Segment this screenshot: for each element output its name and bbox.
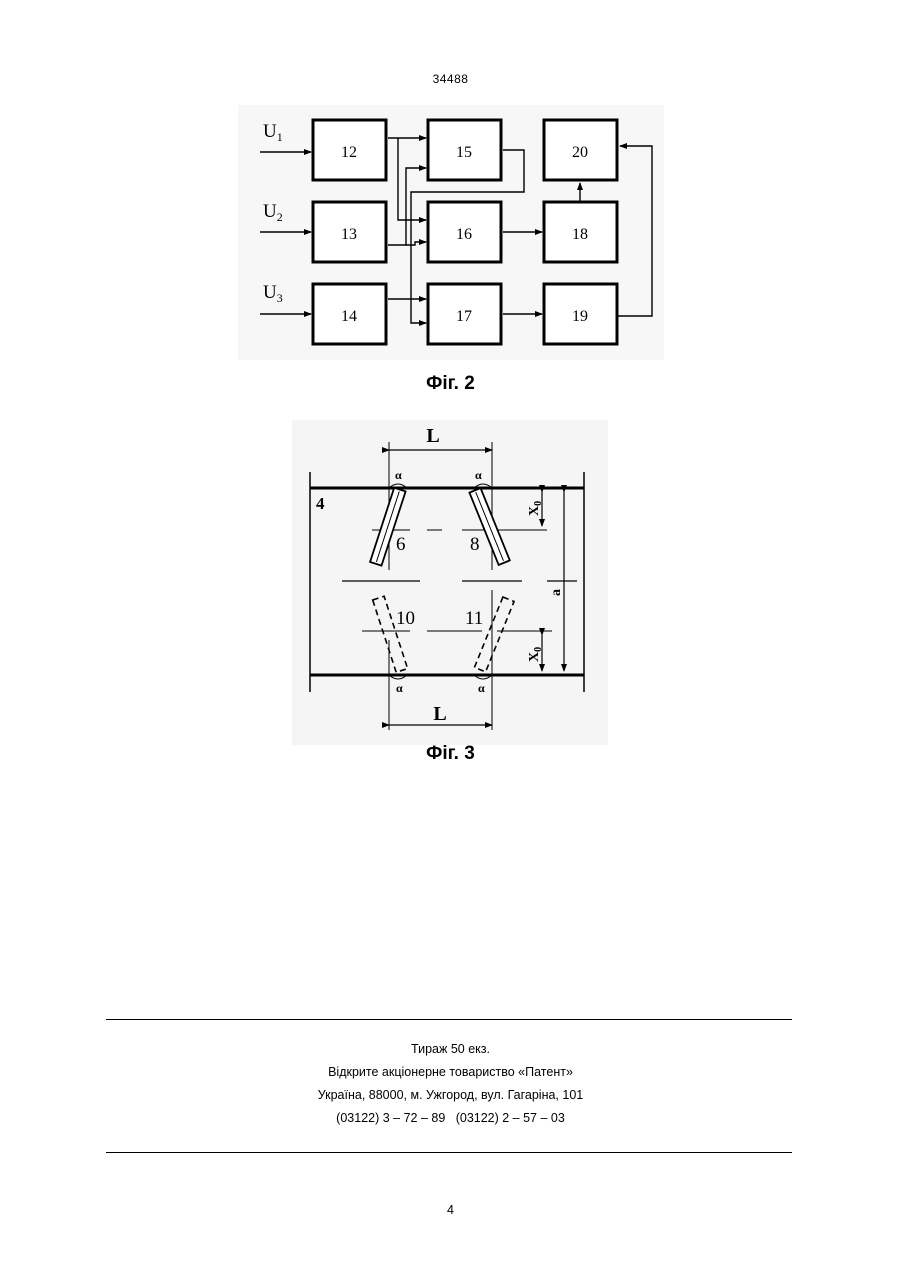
angle-label-bottom-right: α (478, 681, 485, 695)
figure-3-pipe-diagram: L L 4 6 8 10 11 α α α α X0 X0 a (292, 420, 608, 745)
figure-2-caption: Фіг. 2 (0, 373, 901, 395)
sensor-6-label: 6 (396, 534, 406, 555)
input-u1-label: U1 (263, 121, 283, 144)
angle-label-bottom-left: α (396, 681, 403, 695)
patent-number: 34488 (0, 72, 901, 86)
page-number: 4 (0, 1203, 901, 1217)
angle-label-top-left: α (395, 468, 402, 482)
block-16-label: 16 (456, 226, 472, 243)
block-14-label: 14 (341, 308, 357, 325)
sensor-10-label: 10 (396, 608, 415, 629)
figure-3-caption: Фіг. 3 (0, 743, 901, 765)
block-15-label: 15 (456, 144, 472, 161)
input-u2-label: U2 (263, 201, 283, 224)
imprint-address: Україна, 88000, м. Ужгород, вул. Гагарін… (0, 1084, 901, 1107)
imprint-top-rule (106, 1019, 792, 1020)
imprint-circulation: Тираж 50 екз. (0, 1038, 901, 1061)
angle-label-top-right: α (475, 468, 482, 482)
diameter-a-label: a (549, 589, 564, 596)
block-13-label: 13 (341, 226, 357, 243)
pipe-number: 4 (316, 494, 325, 513)
figure-2-block-diagram: 12 13 14 15 16 17 18 19 20 U1 U2 U3 (238, 105, 664, 360)
offset-x0-top: X0 (527, 501, 544, 516)
length-l-top: L (426, 425, 439, 447)
imprint-block: Тираж 50 екз. Відкрите акціонерне товари… (0, 1038, 901, 1130)
input-u3-label: U3 (263, 282, 283, 305)
block-20-label: 20 (572, 144, 588, 161)
block-17-label: 17 (456, 308, 472, 325)
offset-x0-bottom: X0 (527, 647, 544, 662)
imprint-publisher: Відкрите акціонерне товариство «Патент» (0, 1061, 901, 1084)
block-18-label: 18 (572, 226, 588, 243)
imprint-bottom-rule (106, 1152, 792, 1153)
imprint-phones: (03122) 3 – 72 – 89 (03122) 2 – 57 – 03 (0, 1107, 901, 1130)
sensor-11-label: 11 (465, 608, 483, 629)
length-l-bottom: L (433, 703, 446, 725)
sensor-8-label: 8 (470, 534, 480, 555)
block-12-label: 12 (341, 144, 357, 161)
block-19-label: 19 (572, 308, 588, 325)
